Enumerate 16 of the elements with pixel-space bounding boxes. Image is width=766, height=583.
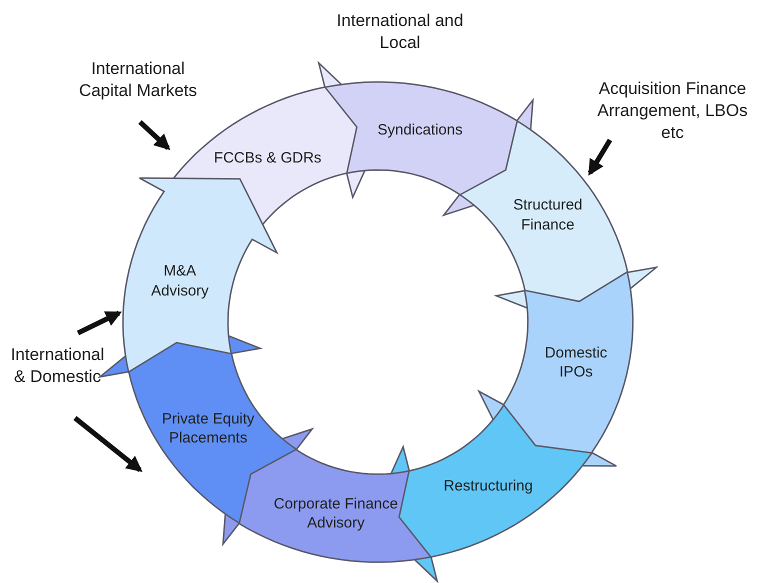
segment-label: M&A Advisory — [150, 262, 210, 301]
segment-label: Structured Finance — [512, 196, 584, 235]
segment-label: Corporate Finance Advisory — [272, 494, 399, 534]
segment-label: Domestic IPOs — [544, 343, 608, 382]
segment-label: FCCBs & GDRs — [212, 148, 322, 168]
arrow — [73, 416, 142, 472]
annotation-text: International Capital Markets — [78, 58, 198, 102]
annotation-text: International & Domestic — [5, 344, 110, 388]
segment-label: Syndications — [376, 120, 464, 140]
segment-label: Restructuring — [442, 476, 534, 496]
arrow — [76, 310, 122, 336]
arrow — [588, 138, 612, 176]
annotation-text: Acquisition Finance Arrangement, LBOs etc — [585, 78, 760, 144]
arrow — [138, 120, 170, 150]
segment-label: Private Equity Placements — [160, 409, 256, 448]
annotation-text: International and Local — [336, 10, 464, 54]
